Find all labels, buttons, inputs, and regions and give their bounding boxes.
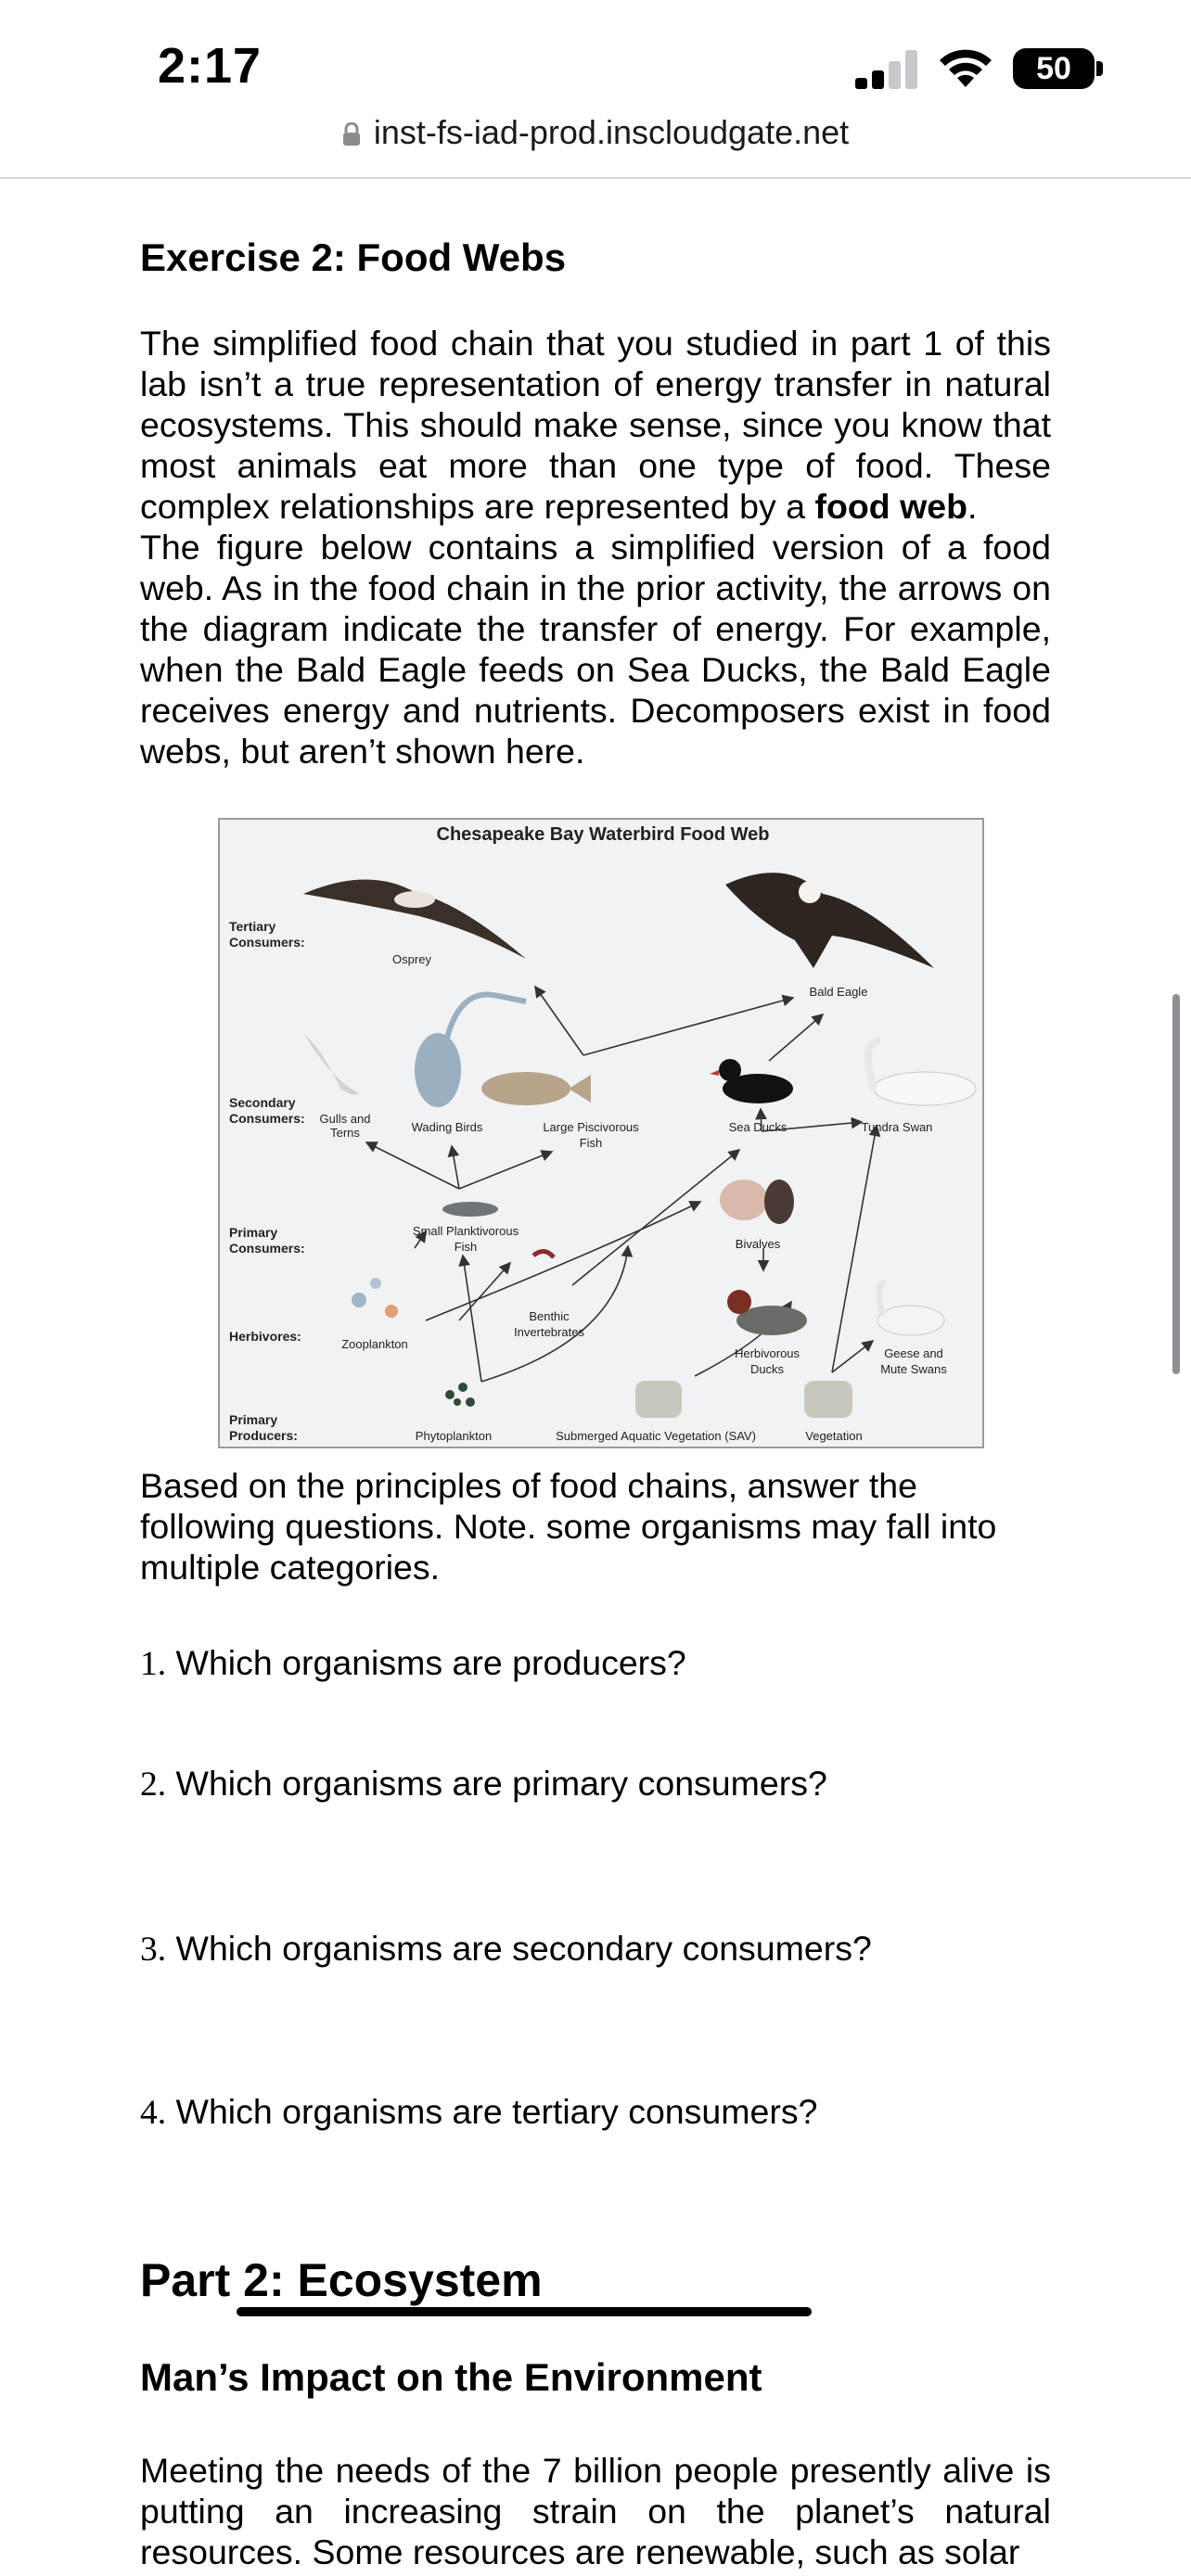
vegetation-icon xyxy=(804,1381,852,1418)
exercise-title: Exercise 2: Food Webs xyxy=(140,236,567,279)
level-secondary-label: Secondary xyxy=(229,1095,296,1110)
energy-arrows xyxy=(365,985,881,1383)
question-number: 1. xyxy=(140,1645,167,1683)
label-gulls-terns: Gulls and xyxy=(320,1112,371,1126)
level-primary-label-2: Consumers: xyxy=(229,1241,305,1256)
label-wading-birds: Wading Birds xyxy=(412,1120,483,1134)
bivalves-icon xyxy=(720,1180,794,1224)
level-producers-label: Primary xyxy=(229,1412,277,1427)
question-number: 3. xyxy=(140,1931,167,1969)
part2-title: Part 2: Ecosystem xyxy=(140,2254,543,2306)
label-benthic-2: Invertebrates xyxy=(514,1325,584,1339)
gulls-and-terns-icon xyxy=(303,1033,359,1095)
cellular-signal-icon xyxy=(855,48,920,89)
toolbar-divider xyxy=(0,177,1191,179)
question-text: Which organisms are secondary consumers? xyxy=(166,1929,872,1968)
level-tertiary-label-2: Consumers: xyxy=(229,935,305,950)
figure-title: Chesapeake Bay Waterbird Food Web xyxy=(437,824,770,845)
label-bivalves: Bivalves xyxy=(736,1237,781,1251)
figure-description-paragraph: The figure below contains a simplified v… xyxy=(140,528,1051,771)
label-sav: Submerged Aquatic Vegetation (SAV) xyxy=(556,1429,756,1443)
label-vegetation: Vegetation xyxy=(805,1429,862,1443)
question-2: 2. Which organisms are primary consumers… xyxy=(140,1764,827,1804)
herbivorous-ducks-icon xyxy=(727,1290,807,1335)
osprey-icon xyxy=(303,879,526,959)
label-sea-ducks: Sea Ducks xyxy=(729,1120,788,1134)
url-text: inst-fs-iad-prod.inscloudgate.net xyxy=(373,113,850,151)
question-number: 4. xyxy=(140,2094,167,2132)
label-large-fish: Large Piscivorous xyxy=(543,1120,639,1134)
label-large-fish-2: Fish xyxy=(580,1136,603,1150)
label-benthic: Benthic xyxy=(529,1309,570,1323)
small-planktivorous-fish-icon xyxy=(442,1202,498,1217)
label-small-fish: Small Planktivorous xyxy=(413,1224,519,1238)
level-secondary-label-2: Consumers: xyxy=(229,1111,305,1126)
lock-icon xyxy=(342,122,360,147)
intro-period: . xyxy=(967,487,978,526)
intro-text: The simplified food chain that you studi… xyxy=(140,324,1051,526)
question-text: Which organisms are primary consumers? xyxy=(166,1764,827,1803)
food-web-term: food web xyxy=(814,487,968,526)
question-text: Which organisms are producers? xyxy=(166,1643,686,1682)
label-bald-eagle: Bald Eagle xyxy=(810,985,868,999)
label-osprey: Osprey xyxy=(392,952,431,966)
intro-paragraph: The simplified food chain that you studi… xyxy=(140,323,1051,527)
label-herbivorous-ducks: Herbivorous xyxy=(735,1346,800,1360)
label-geese-swans: Geese and xyxy=(884,1346,943,1360)
bald-eagle-icon xyxy=(725,873,934,968)
sea-ducks-icon xyxy=(710,1059,793,1103)
label-small-fish-2: Fish xyxy=(455,1240,478,1254)
scroll-indicator[interactable] xyxy=(1172,994,1180,1374)
question-3: 3. Which organisms are secondary consume… xyxy=(140,1929,872,1970)
address-bar[interactable]: inst-fs-iad-prod.inscloudgate.net xyxy=(0,113,1191,178)
status-time: 2:17 xyxy=(158,38,263,94)
label-zooplankton: Zooplankton xyxy=(341,1337,408,1351)
food-web-diagram: Chesapeake Bay Waterbird Food Web Tertia… xyxy=(229,824,977,1443)
label-herbivorous-ducks-2: Ducks xyxy=(750,1362,785,1376)
question-4: 4. Which organisms are tertiary consumer… xyxy=(140,2092,817,2133)
question-number: 2. xyxy=(140,1766,167,1804)
text-selection-handle xyxy=(237,2307,812,2316)
wifi-icon xyxy=(940,49,992,87)
wading-birds-icon xyxy=(415,991,527,1107)
tundra-swan-icon xyxy=(864,1037,977,1106)
part2-subtitle: Man’s Impact on the Environment xyxy=(140,2355,762,2399)
label-tundra-swan: Tundra Swan xyxy=(862,1120,933,1134)
questions-intro: Based on the principles of food chains, … xyxy=(140,1466,997,1587)
label-phytoplankton: Phytoplankton xyxy=(416,1429,492,1443)
question-text: Which organisms are tertiary consumers? xyxy=(166,2092,818,2131)
geese-and-mute-swans-icon xyxy=(876,1279,945,1336)
battery-icon: 50 xyxy=(1013,48,1095,89)
status-bar: 2:17 50 xyxy=(0,0,1191,111)
large-piscivorous-fish-icon xyxy=(481,1072,591,1105)
label-gulls-terns-2: Terns xyxy=(330,1126,360,1140)
phytoplankton-icon xyxy=(445,1383,475,1407)
question-1: 1. Which organisms are producers? xyxy=(140,1643,686,1684)
benthic-invertebrates-icon xyxy=(531,1249,556,1259)
level-herbivores-label: Herbivores: xyxy=(229,1329,301,1344)
battery-tip xyxy=(1096,61,1103,76)
zooplankton-icon xyxy=(352,1278,398,1318)
level-tertiary-label: Tertiary xyxy=(229,919,276,934)
label-geese-swans-2: Mute Swans xyxy=(880,1362,947,1376)
level-producers-label-2: Producers: xyxy=(229,1428,298,1443)
part2-paragraph: Meeting the needs of the 7 billion peopl… xyxy=(140,2451,1051,2571)
food-web-figure: Chesapeake Bay Waterbird Food Web Tertia… xyxy=(218,818,984,1448)
sav-icon xyxy=(635,1381,682,1418)
level-primary-label: Primary xyxy=(229,1225,277,1240)
